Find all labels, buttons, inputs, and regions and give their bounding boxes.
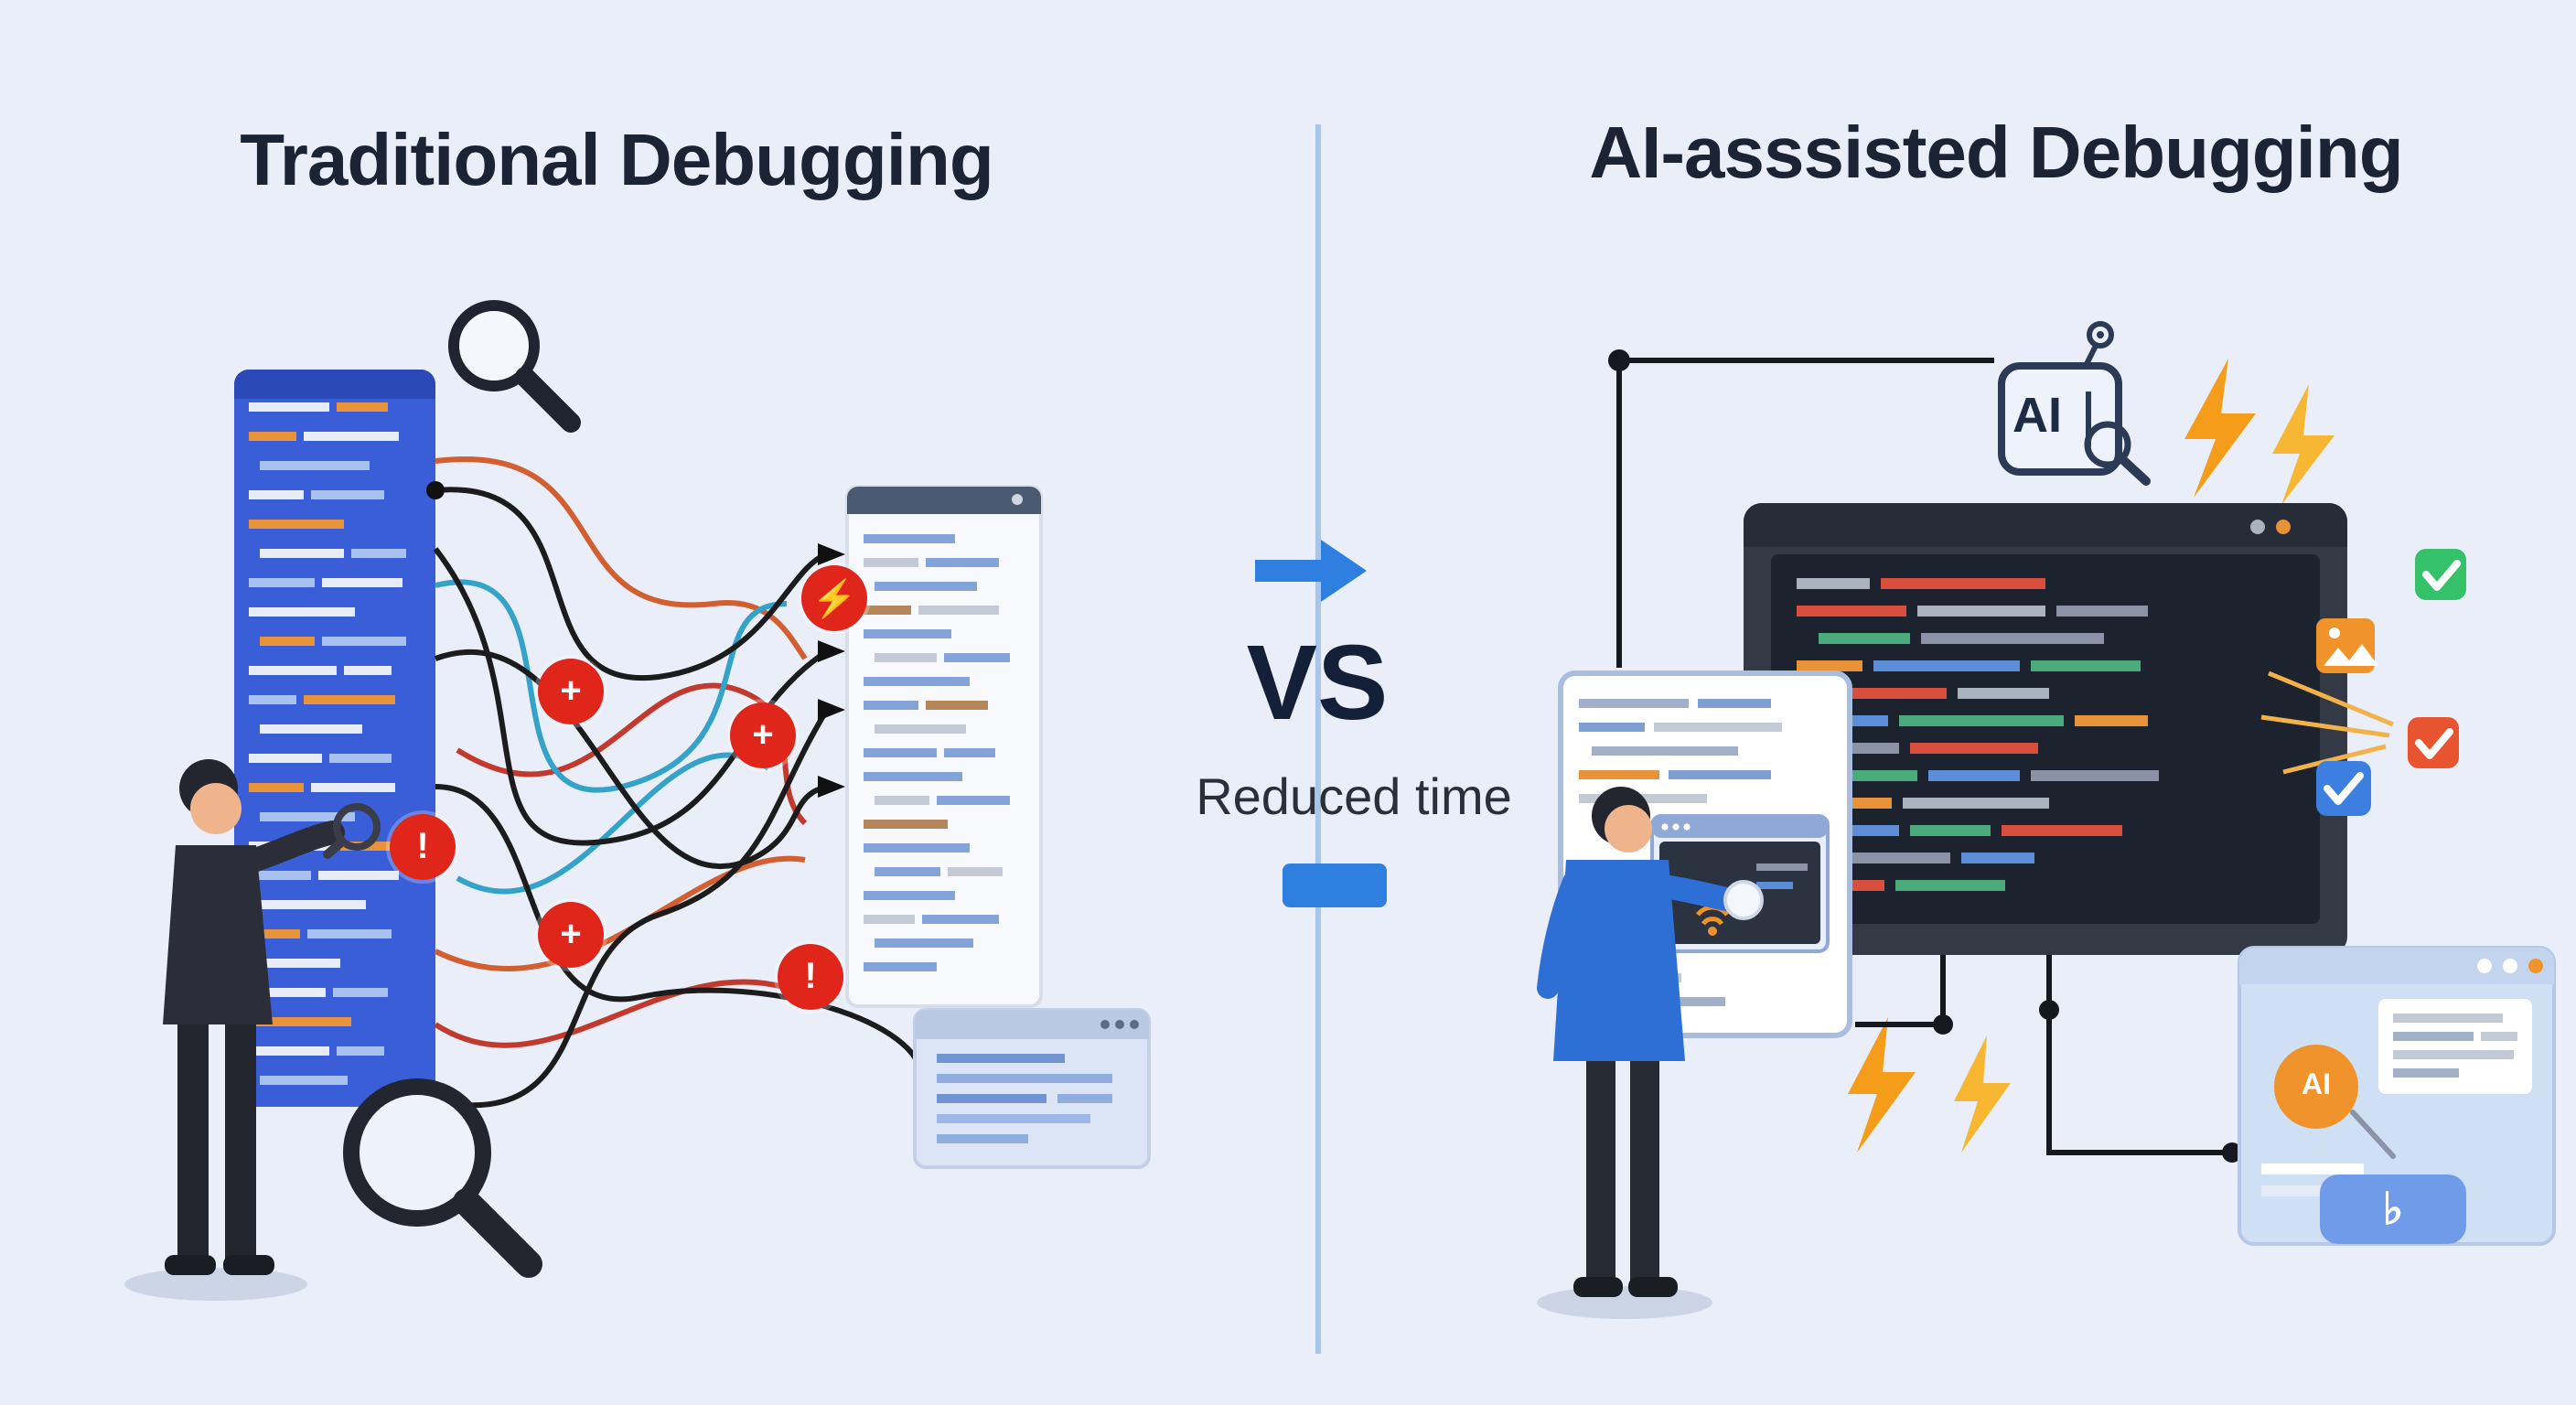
green-check-badge	[2415, 549, 2466, 600]
ai-chip-icon	[1998, 321, 2151, 486]
check-icon	[2324, 772, 2364, 805]
left-title: Traditional Debugging	[240, 121, 993, 201]
small-browser-window-left	[913, 1008, 1151, 1169]
lightning-bolts-top	[2184, 359, 2334, 505]
center-divider	[1315, 124, 1321, 1354]
exclamation-icon: !	[804, 956, 817, 996]
lightning-bolts-bottom	[1848, 1017, 2011, 1153]
plus-error-badge: +	[538, 659, 604, 724]
right-title: AI-asssisted Debugging	[1589, 113, 2403, 194]
developer-figure-left	[124, 759, 381, 1301]
check-icon	[2422, 560, 2461, 591]
vs-label: VS	[1246, 624, 1389, 743]
image-badge	[2316, 618, 2378, 673]
plus-icon: +	[560, 670, 582, 711]
status-badges	[2316, 549, 2466, 816]
check-icon	[2415, 728, 2453, 759]
right-arrow-icon	[1255, 540, 1367, 602]
lightning-error-badge: ⚡	[801, 565, 867, 631]
lightning-icon: ⚡	[811, 579, 857, 619]
pencil-icon	[2350, 1110, 2396, 1159]
magnifier-icon-top	[448, 300, 581, 433]
ai-chip-label: AI	[2012, 388, 2062, 443]
plus-icon: +	[560, 914, 582, 954]
monitor-code-screen	[1744, 503, 2347, 955]
blue-code-panel	[234, 370, 435, 1107]
blue-action-badge	[2320, 1174, 2466, 1244]
exclamation-icon: !	[416, 826, 429, 866]
highlight-rays	[2260, 670, 2394, 775]
connector-lines-top	[1608, 349, 1994, 668]
exclamation-error-badge: !	[778, 944, 843, 1010]
red-check-badge	[2408, 717, 2459, 768]
ai-avatar-circle	[2274, 1045, 2358, 1129]
blue-badge-glyph: ♭	[2382, 1185, 2404, 1234]
plus-error-badge: +	[730, 702, 796, 768]
plus-icon: +	[752, 714, 774, 755]
cursor-line	[2086, 391, 2091, 446]
blue-check-badge	[2316, 761, 2371, 816]
ai-browser-window	[2238, 946, 2556, 1246]
white-code-panel	[845, 485, 1043, 1008]
plus-error-badge: +	[538, 902, 604, 968]
mouse-icon	[1723, 880, 1764, 920]
ai-avatar-label: AI	[2302, 1070, 2331, 1101]
exclamation-error-badge: !	[390, 814, 456, 880]
reduced-time-bar	[1283, 863, 1387, 907]
developer-figure-right	[1537, 787, 1764, 1319]
image-icon	[2324, 644, 2378, 666]
reduced-time-caption: Reduced time	[1196, 768, 1512, 825]
connector-lines-bottom	[1855, 955, 2242, 1163]
magnifier-icon-bottom	[343, 1078, 542, 1278]
